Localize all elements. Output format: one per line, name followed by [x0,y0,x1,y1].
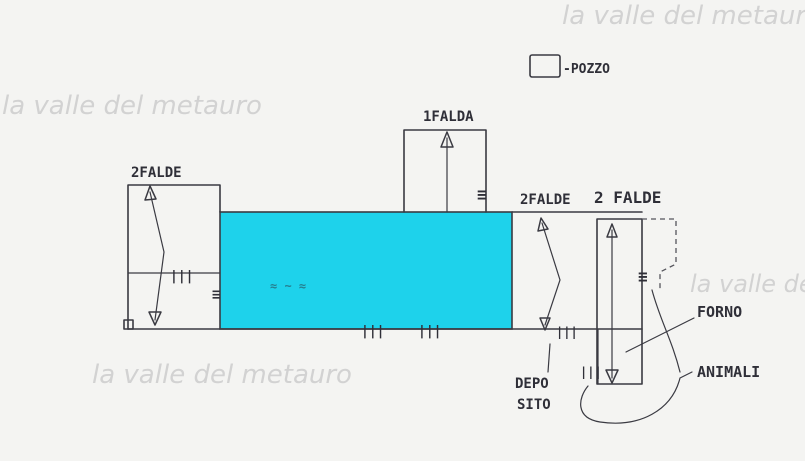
watermark-bottom: la valle del metauro [92,360,352,390]
forno-leader-line [625,317,695,353]
pool-faint-text: ≈ ~ ≈ [270,279,306,293]
right-ground-door-mark-b: ||| [580,365,602,379]
forno-label: FORNO [697,303,742,321]
center-roof-label: 1FALDA [423,109,474,125]
left-roof-label: 2FALDE [131,165,182,181]
watermark-left: la valle del metauro [2,91,262,121]
left-arrow-down-icon [148,311,162,326]
left-arrow-up-icon [144,185,157,201]
left-well-icon [123,319,134,330]
dashed-extension [642,218,677,290]
forno-arrow-up-icon [606,223,618,238]
animali-leader-line [580,371,693,424]
watermark-top-right: la valle del metauro [562,1,805,31]
left-door-mark: ||| [170,269,193,284]
deposito-label-line1: DEPO [515,376,549,392]
right-section: 2FALDE 2 FALDE ≡ ||| ||| [520,188,677,385]
forno-arrow-down-icon [605,369,619,384]
legend-pozzo: -POZZO [529,54,610,78]
deposito-label-line2: SITO [517,397,551,413]
left-building: 2FALDE ||| ≡ [123,165,221,330]
legend-pozzo-label: -POZZO [563,62,610,77]
forno-building [596,218,643,385]
right-arrow-down-icon [539,317,551,331]
right-ground-door-mark-a: ||| [556,325,578,339]
well-symbol-icon [529,54,561,78]
center-arrow-up-icon [440,131,454,148]
right-roof-ridge [541,222,561,326]
right-roof-label-a: 2FALDE [520,192,571,208]
left-vertical-door-mark: ≡ [212,287,220,303]
animali-leader-upper [651,289,681,373]
ground-door-mark-a: ||| [361,324,384,339]
left-roof-ridge [149,191,165,321]
ground-door-mark-b: ||| [418,324,441,339]
watermark-right: la valle del metauro [690,270,805,298]
right-vertical-door-mark: ≡ [638,267,648,286]
right-arrow-up-icon [537,217,549,232]
main-building-block [219,211,513,330]
center-vertical-door-mark: ≡ [477,185,487,204]
animali-label: ANIMALI [697,363,760,381]
deposito-leader-line [547,343,551,373]
center-building: 1FALDA ≡ [403,109,487,213]
right-roof-label-b: 2 FALDE [594,188,661,207]
